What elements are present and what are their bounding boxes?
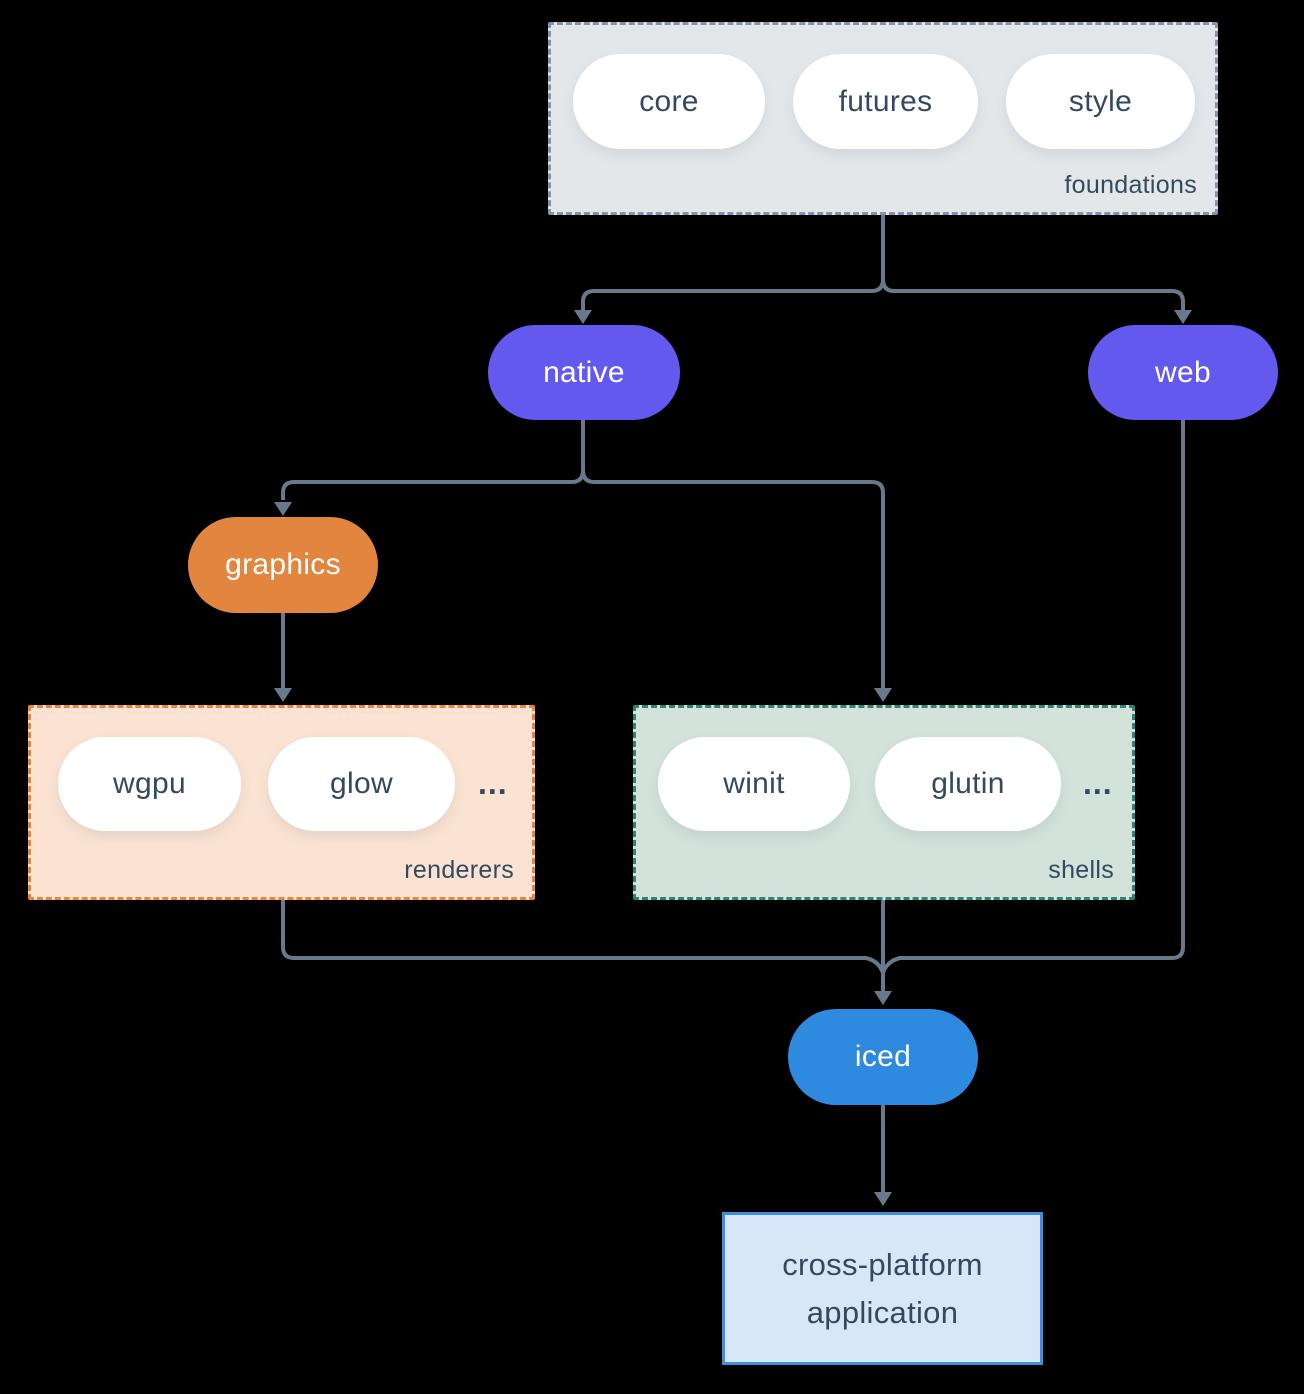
node-iced-label: iced: [854, 1040, 912, 1073]
node-wgpu-label: wgpu: [113, 767, 186, 800]
node-glutin-label: glutin: [931, 767, 1005, 800]
arrowhead-to-iced: [874, 991, 892, 1005]
group-foundations: core futures style foundations: [548, 22, 1218, 215]
node-style: style: [1006, 54, 1195, 149]
node-iced: iced: [788, 1009, 978, 1105]
node-futures: futures: [793, 54, 978, 149]
edge-native-split: [281, 420, 885, 696]
node-winit-label: winit: [723, 767, 785, 800]
node-graphics: graphics: [188, 517, 378, 613]
node-wgpu: wgpu: [58, 737, 241, 831]
arrowhead-to-shells: [874, 688, 892, 702]
shells-ellipsis: ...: [1083, 765, 1113, 801]
node-web-label: web: [1155, 355, 1211, 389]
node-winit: winit: [658, 737, 850, 831]
node-core-label: core: [639, 84, 699, 118]
edge-foundations-split: [581, 215, 1185, 321]
application-label-line2: application: [806, 1294, 959, 1330]
group-shells-label: shells: [1048, 856, 1114, 884]
node-futures-label: futures: [838, 84, 933, 118]
renderers-ellipsis: ...: [478, 765, 508, 801]
group-renderers: wgpu glow ... renderers: [28, 705, 535, 900]
arrowhead-to-web: [1174, 310, 1192, 324]
arrowhead-to-renderers: [274, 688, 292, 702]
node-cross-platform-application: cross-platform application: [722, 1212, 1043, 1365]
node-glow-label: glow: [330, 767, 393, 800]
arrowhead-to-graphics: [274, 502, 292, 516]
node-glow: glow: [268, 737, 455, 831]
arrowhead-to-application: [874, 1192, 892, 1206]
node-core: core: [573, 54, 765, 149]
node-glutin: glutin: [875, 737, 1061, 831]
group-shells: winit glutin ... shells: [633, 705, 1135, 900]
node-graphics-label: graphics: [225, 548, 341, 581]
edge-merge-to-iced: [281, 420, 1185, 999]
node-style-label: style: [1068, 84, 1133, 118]
group-foundations-label: foundations: [1064, 171, 1197, 199]
node-native-label: native: [543, 355, 625, 389]
group-renderers-label: renderers: [404, 856, 514, 884]
application-label-line1: cross-platform: [782, 1246, 983, 1282]
arrowhead-to-native: [574, 310, 592, 324]
node-web: web: [1088, 325, 1278, 420]
node-native: native: [488, 325, 680, 420]
